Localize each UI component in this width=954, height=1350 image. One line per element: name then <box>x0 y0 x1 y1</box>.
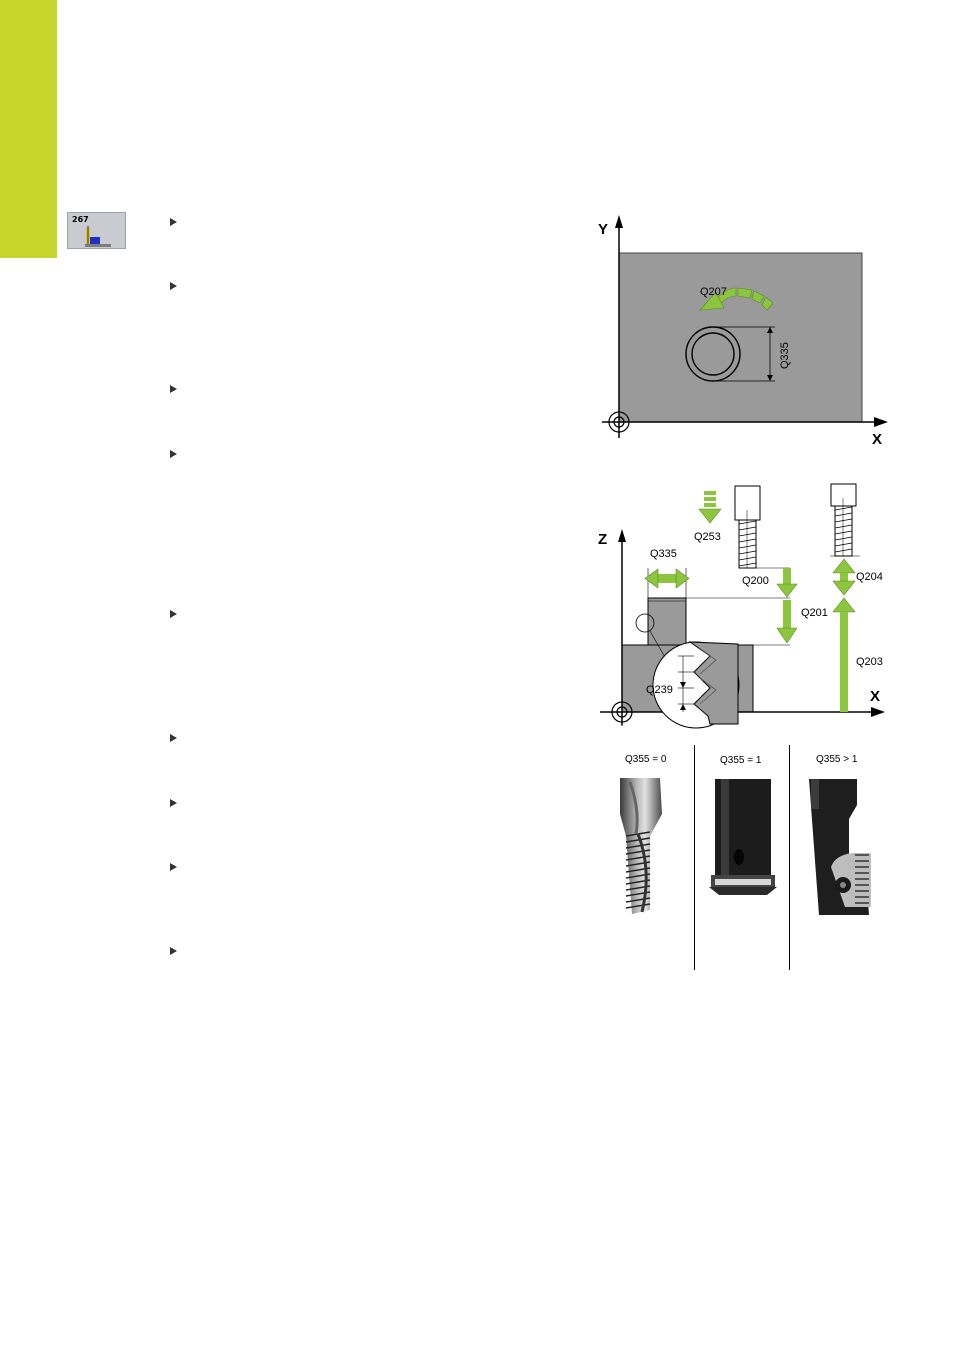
q253-arrow <box>698 491 722 524</box>
tool-caption-q355-1: Q355 = 1 <box>720 755 762 766</box>
datum-symbol <box>608 698 636 726</box>
tool-caption-q355-gt1: Q355 > 1 <box>816 754 858 765</box>
detail-marker-circle <box>635 613 655 633</box>
chapter-side-tab <box>0 0 57 258</box>
stud-inner-circle <box>691 332 735 376</box>
q335-label: Q335 <box>650 548 677 560</box>
workpiece-top <box>618 252 863 423</box>
q239-label: Q239 <box>646 684 673 696</box>
q204-arrow <box>832 558 856 596</box>
bullet-marker <box>170 947 177 955</box>
axis-z-label: Z <box>598 531 607 548</box>
axis-y-label: Y <box>598 221 608 238</box>
z-axis-arrow <box>618 529 626 542</box>
q207-label: Q207 <box>700 286 727 298</box>
bullet-marker <box>170 799 177 807</box>
tool-separator <box>789 745 790 970</box>
bullet-marker <box>170 385 177 393</box>
bullet-marker <box>170 450 177 458</box>
q335-label: Q335 <box>779 342 791 369</box>
q200-label: Q200 <box>742 575 769 587</box>
bullet-marker <box>170 610 177 618</box>
x-axis-arrow <box>874 417 888 427</box>
x-axis-arrow <box>871 707 885 717</box>
stud-side <box>647 597 687 646</box>
q253-label: Q253 <box>694 531 721 543</box>
top-view-diagram: Y X Q335 Q207 <box>598 215 888 448</box>
thread-detail-magnifier <box>652 641 740 729</box>
thread-milling-icon <box>85 226 111 247</box>
q201-arrow <box>776 600 798 644</box>
q203-arrow <box>832 597 856 712</box>
bullet-marker <box>170 218 177 226</box>
q200-arrow <box>776 568 798 598</box>
thread-tool-left <box>734 485 761 569</box>
rotation-direction-arrow <box>699 287 774 311</box>
thread-tool-right <box>830 483 857 557</box>
axis-x-label: X <box>872 431 882 448</box>
cycle-number: 267 <box>72 215 89 224</box>
tool-caption-q355-0: Q355 = 0 <box>625 754 667 765</box>
thread-mill-cutter-image <box>620 778 662 914</box>
tool-separator <box>694 745 695 970</box>
bullet-marker <box>170 282 177 290</box>
y-axis-arrow <box>615 215 623 228</box>
indexable-insert-cutter-image <box>809 779 871 915</box>
q204-label: Q204 <box>856 571 883 583</box>
bullet-marker <box>170 863 177 871</box>
bullet-marker <box>170 734 177 742</box>
datum-symbol <box>605 408 633 436</box>
q203-label: Q203 <box>856 656 883 668</box>
q201-label: Q201 <box>801 607 828 619</box>
single-profile-cutter-image <box>709 779 777 895</box>
cycle-267-softkey-icon: 267 <box>67 212 126 249</box>
q335-double-arrow <box>644 568 690 589</box>
axis-x-label: X <box>870 688 880 705</box>
side-view-diagram: Z X Q335 Q253 Q200 Q201 <box>598 483 885 729</box>
